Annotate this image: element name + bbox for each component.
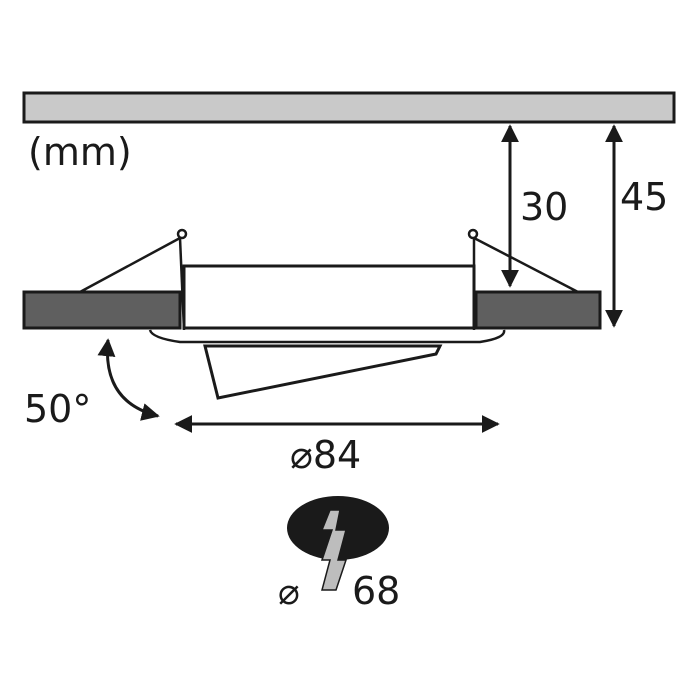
cutout-diameter-value: 68 [352,569,400,613]
tilt-angle-label: 50° [24,387,91,431]
flange-right [474,290,602,330]
bezel-ring [148,329,506,344]
tilted-lamp [203,344,443,400]
ceiling-slab [22,91,676,124]
flange-left [22,290,182,330]
units-label: (mm) [28,130,132,174]
dimension-45-label: 45 [620,175,668,219]
tilt-arrow [97,338,160,421]
diameter-84-label: ⌀84 [290,433,361,477]
fixture-housing [182,264,476,330]
dimension-30-label: 30 [520,185,568,229]
hole-cut-icon [287,496,389,591]
cutout-diameter-symbol: ⌀ [278,572,300,613]
